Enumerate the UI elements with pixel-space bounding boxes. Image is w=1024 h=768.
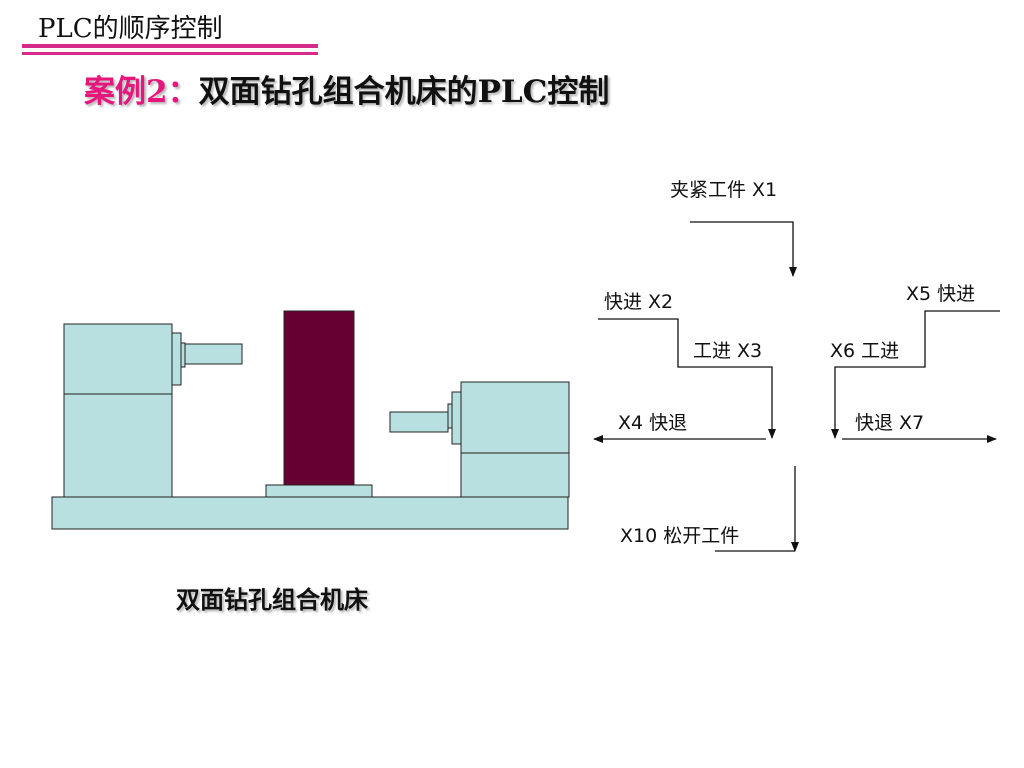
right-fast-in-arrow	[831, 310, 1000, 439]
slide-title-main: 双面钻孔组合机床的PLC控制	[198, 74, 610, 110]
machine-caption: 双面钻孔组合机床	[176, 585, 368, 614]
step-release-label: X10 松开工件	[620, 525, 739, 547]
step-right-fast-back-label: 快退 X7	[855, 412, 924, 434]
slide-title: 案例2：双面钻孔组合机床的PLC控制	[84, 66, 609, 111]
step-left-fast-in-label: 快进 X2	[604, 291, 673, 313]
left-head-lower	[63, 393, 173, 498]
left-drill-spindle	[184, 343, 243, 365]
step-clamp-label: 夹紧工件 X1	[670, 179, 777, 201]
right-head-lower	[460, 452, 570, 498]
header-rule-bottom	[22, 52, 318, 55]
right-drill-spindle	[389, 411, 449, 433]
header-rule-top	[22, 44, 318, 48]
step-left-work-in-label: 工进 X3	[693, 340, 762, 362]
step-left-fast-back-label: X4 快退	[618, 412, 687, 434]
slide-title-prefix: 案例2：	[84, 74, 199, 110]
left-fast-in-arrow	[598, 318, 776, 439]
right-head-upper	[460, 381, 570, 454]
clamp-arrow	[690, 221, 797, 277]
workpiece	[283, 310, 355, 486]
step-right-fast-in-label: X5 快进	[906, 283, 975, 305]
header-title: PLC的顺序控制	[38, 14, 223, 44]
step-right-work-in-label: X6 工进	[830, 340, 899, 362]
